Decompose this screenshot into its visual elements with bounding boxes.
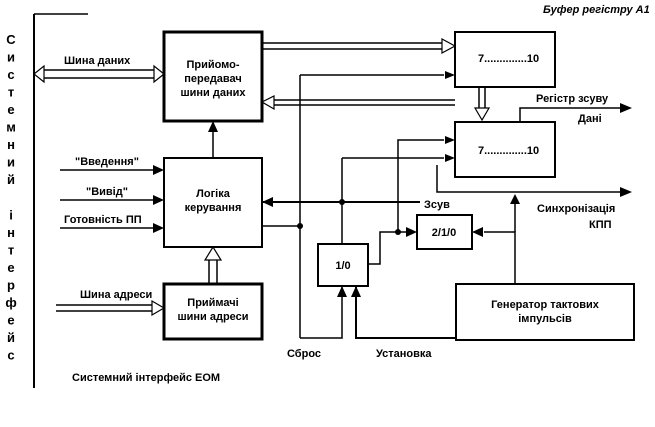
set-line	[355, 286, 456, 339]
address-bus-arrow	[56, 299, 166, 317]
generator-text-2: імпульсів	[518, 313, 572, 325]
input-label: "Введення"	[75, 156, 139, 168]
transceiver-block	[162, 30, 264, 123]
register-bottom-block	[454, 121, 556, 178]
side-label-char: с	[7, 348, 14, 363]
side-label-char: и	[7, 50, 15, 65]
data-bus-arrow	[33, 64, 165, 84]
register-top-block	[454, 31, 556, 88]
shift-register-label: Регістр зсуву	[536, 93, 609, 105]
transceiver-text-2: передавач	[184, 73, 242, 85]
flip-to-shift-line	[368, 231, 388, 265]
side-label-char: С	[6, 32, 16, 47]
side-label-char: т	[8, 85, 14, 100]
flipflop-1-0-text: 1/0	[335, 260, 350, 272]
shift-label: Зсув	[424, 199, 450, 211]
register-bottom-text: 7..............10	[478, 145, 539, 157]
sync-label-1: Синхронізація	[537, 203, 615, 215]
logic-block	[163, 157, 263, 248]
side-label-char: е	[7, 313, 14, 328]
side-label-char: р	[7, 278, 15, 293]
generator-text-1: Генератор тактових	[491, 299, 600, 311]
footer-label: Системний інтерфейс ЕОМ	[72, 372, 220, 384]
generator-to-shift-line	[484, 231, 516, 284]
sync-label-2: КПП	[589, 219, 612, 231]
receivers-text-2: шини адреси	[177, 311, 248, 323]
register-top-to-bottom-arrow	[473, 87, 491, 122]
side-label-char: ф	[5, 295, 16, 310]
reset-label: Сброс	[287, 348, 321, 360]
register-to-transceiver-arrow	[260, 95, 455, 111]
side-label-char: н	[7, 225, 15, 240]
side-label-char: е	[7, 260, 14, 275]
side-label-char: с	[7, 67, 14, 82]
transceiver-to-register-arrow	[262, 37, 457, 55]
logic-text-1: Логіка	[196, 188, 231, 200]
shift-block	[416, 214, 473, 250]
reset-line	[300, 286, 343, 339]
receivers-text-1: Приймачі	[187, 297, 238, 309]
address-bus-label: Шина адреси	[80, 289, 152, 301]
receivers-to-logic-arrow	[203, 245, 223, 284]
ready-label: Готовність ПП	[64, 214, 142, 226]
side-label-char: т	[8, 243, 14, 258]
logic-text-2: керування	[185, 202, 242, 214]
side-label-char: м	[6, 120, 16, 135]
side-label-char: й	[7, 172, 15, 187]
diagram-title: Буфер регістру А1	[543, 4, 650, 16]
side-label-char: и	[7, 155, 15, 170]
data-bus-label: Шина даних	[64, 55, 131, 67]
side-label-char: е	[7, 102, 14, 117]
data-output-label: Дані	[578, 113, 602, 125]
junction-dot	[297, 223, 303, 229]
side-label-char: і	[9, 208, 13, 223]
transceiver-text-1: Прийомо-	[186, 59, 239, 71]
shift-block-text: 2/1/0	[432, 227, 456, 239]
register-top-text: 7..............10	[478, 53, 539, 65]
output-label: "Вивід"	[86, 186, 128, 198]
flipflop-1-0-block	[317, 243, 369, 287]
transceiver-text-3: шини даних	[180, 87, 246, 99]
side-label-char: н	[7, 137, 15, 152]
shift-register-output-line	[519, 107, 620, 122]
address-receivers-block	[162, 282, 264, 341]
side-label-char: й	[7, 330, 15, 345]
sync-line	[436, 165, 620, 193]
set-label: Установка	[376, 348, 432, 360]
generator-block	[455, 283, 635, 341]
